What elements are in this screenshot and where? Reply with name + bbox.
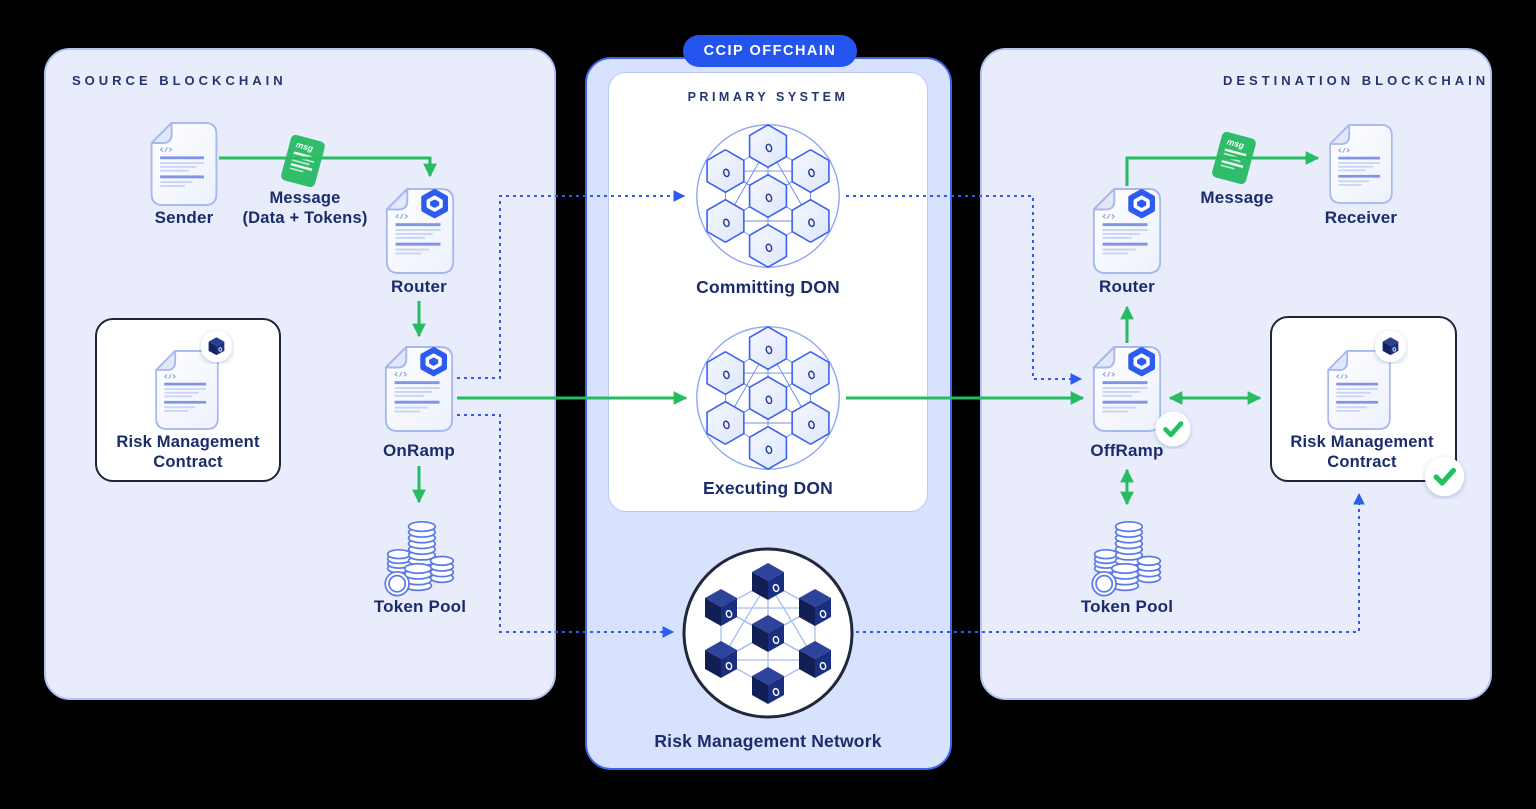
message-doc-icon-destination: msg [1210, 130, 1257, 186]
ccip-offchain-badge: CCIP OFFCHAIN [683, 35, 857, 67]
primary-system-header: PRIMARY SYSTEM [687, 90, 849, 104]
risk-contract-label-destination: Risk Management Contract [1274, 432, 1450, 472]
message-label-destination: Message [1200, 188, 1274, 207]
risk-contract-line1: Risk Management [1290, 433, 1434, 451]
router-document-icon-destination [1092, 188, 1162, 274]
message-label-source: Message (Data + Tokens) [205, 188, 405, 228]
sender-label: Sender [154, 208, 214, 227]
token-pool-label-source: Token Pool [373, 597, 467, 616]
token-pool-icon-source [380, 512, 460, 604]
onramp-document-icon [384, 346, 454, 432]
router-label-source: Router [391, 277, 447, 296]
cube-badge-icon-destination [1373, 329, 1408, 364]
onramp-label: OnRamp [382, 441, 456, 460]
msg-doc-text: msg [1226, 136, 1246, 150]
router-label-destination: Router [1099, 277, 1155, 296]
offramp-label: OffRamp [1090, 441, 1164, 460]
offramp-document-icon [1092, 346, 1162, 432]
committing-don-label: Committing DON [696, 277, 840, 297]
risk-contract-line2: Contract [153, 453, 223, 471]
message-line1: Message [269, 189, 341, 207]
msg-doc-text: msg [295, 139, 315, 153]
risk-contract-line1: Risk Management [116, 433, 260, 451]
source-header: SOURCE BLOCKCHAIN [72, 73, 287, 88]
cube-badge-icon-source [199, 329, 234, 364]
risk-management-network-label: Risk Management Network [654, 731, 882, 751]
risk-contract-label-source: Risk Management Contract [100, 432, 276, 472]
committing-don-network-icon [694, 122, 842, 270]
token-pool-icon-destination [1087, 512, 1167, 604]
risk-management-network-icon [681, 546, 855, 720]
message-line2: (Data + Tokens) [242, 209, 368, 227]
message-doc-icon-source: msg [279, 133, 326, 189]
destination-header: DESTINATION BLOCKCHAIN [1223, 73, 1490, 88]
executing-don-label: Executing DON [703, 478, 833, 498]
executing-don-network-icon [694, 324, 842, 472]
receiver-document-icon [1328, 124, 1394, 204]
risk-contract-line2: Contract [1327, 453, 1397, 471]
token-pool-label-destination: Token Pool [1080, 597, 1174, 616]
receiver-label: Receiver [1324, 208, 1398, 227]
